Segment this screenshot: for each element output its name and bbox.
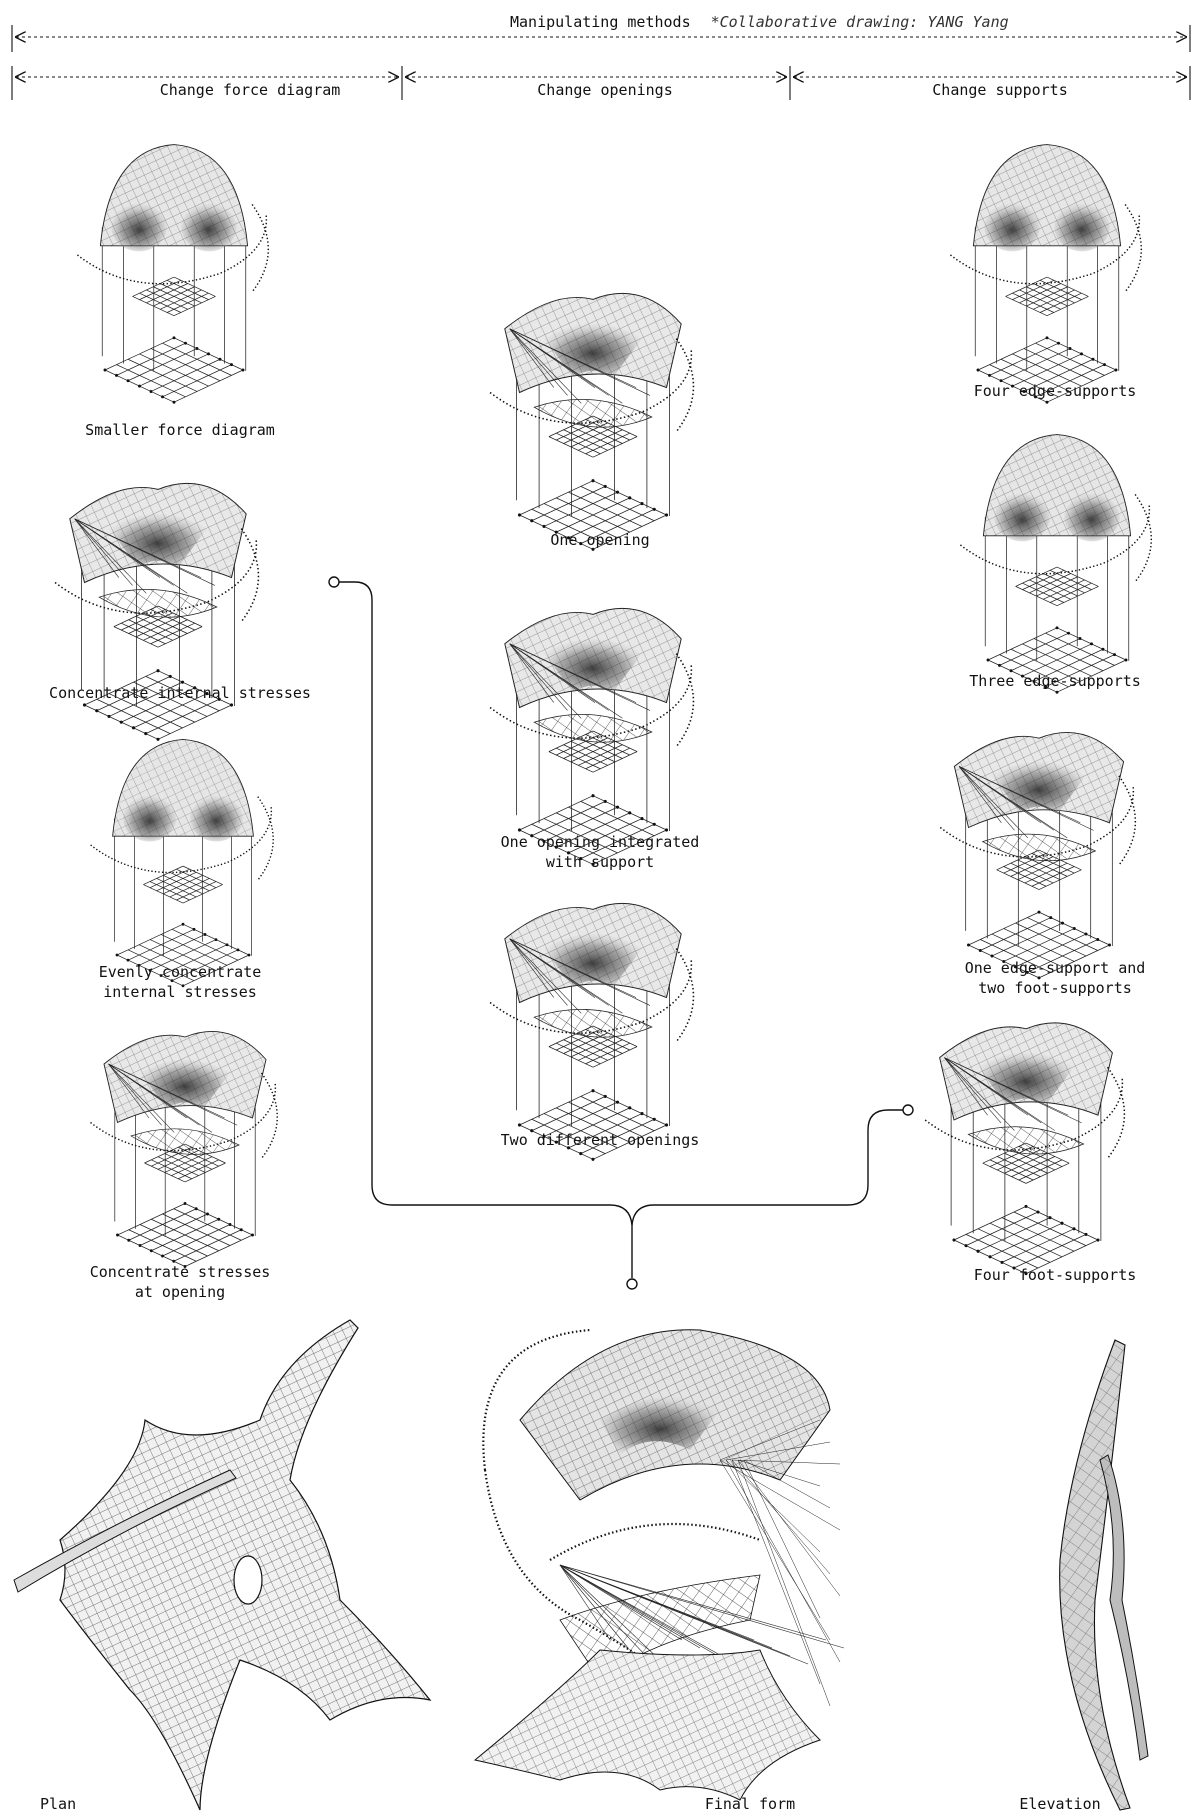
thumb-concentrate-opening [90,1031,278,1268]
label-concentrate-internal: Concentrate internal stresses [49,684,311,702]
thumb-four-edge [949,144,1142,404]
section-openings-label: Change openings [537,81,673,99]
thumb-opening-support [489,607,695,866]
thumb-one-edge-two-foot [939,732,1136,980]
label-three-edge: Three edge-supports [969,672,1141,690]
thumb-evenly-concentrate [90,738,274,988]
label-one-edge-two-foot: One edge-support and two foot-supports [964,959,1146,997]
header-credit: *Collaborative drawing: YANG Yang [710,13,1009,31]
label-evenly-concentrate: Evenly concentrate internal stresses [98,963,262,1001]
header-title: Manipulating methods [510,13,691,31]
label-smaller-force: Smaller force diagram [85,421,275,439]
label-one-opening: One opening [550,531,650,549]
header-title-row: Manipulating methods *Collaborative drawi… [510,12,1009,32]
diagram-thumbnails [54,144,1152,1276]
label-four-foot: Four foot-supports [973,1266,1137,1284]
label-opening-support: One opening integrated with support [500,833,700,871]
thumb-one-opening [489,292,695,551]
thumb-two-openings [489,902,695,1161]
label-four-edge: Four edge-supports [973,382,1137,400]
plan-drawing [13,1319,432,1811]
label-elevation: Elevation [1019,1795,1101,1813]
thumb-smaller-force [76,144,269,404]
elevation-drawing [1059,1339,1149,1811]
label-plan: Plan [40,1795,77,1813]
label-two-openings: Two different openings [500,1131,700,1149]
label-concentrate-opening: Concentrate stresses at opening [89,1263,271,1301]
label-final-form: Final form [704,1795,796,1813]
thumb-three-edge [959,434,1152,694]
bottom-drawings [13,1319,1149,1811]
final-form-drawing [473,1328,845,1801]
section-supports-label: Change supports [932,81,1068,99]
section-force-label: Change force diagram [159,81,341,99]
connector-lines [328,576,914,1290]
thumb-four-foot [924,1022,1126,1276]
